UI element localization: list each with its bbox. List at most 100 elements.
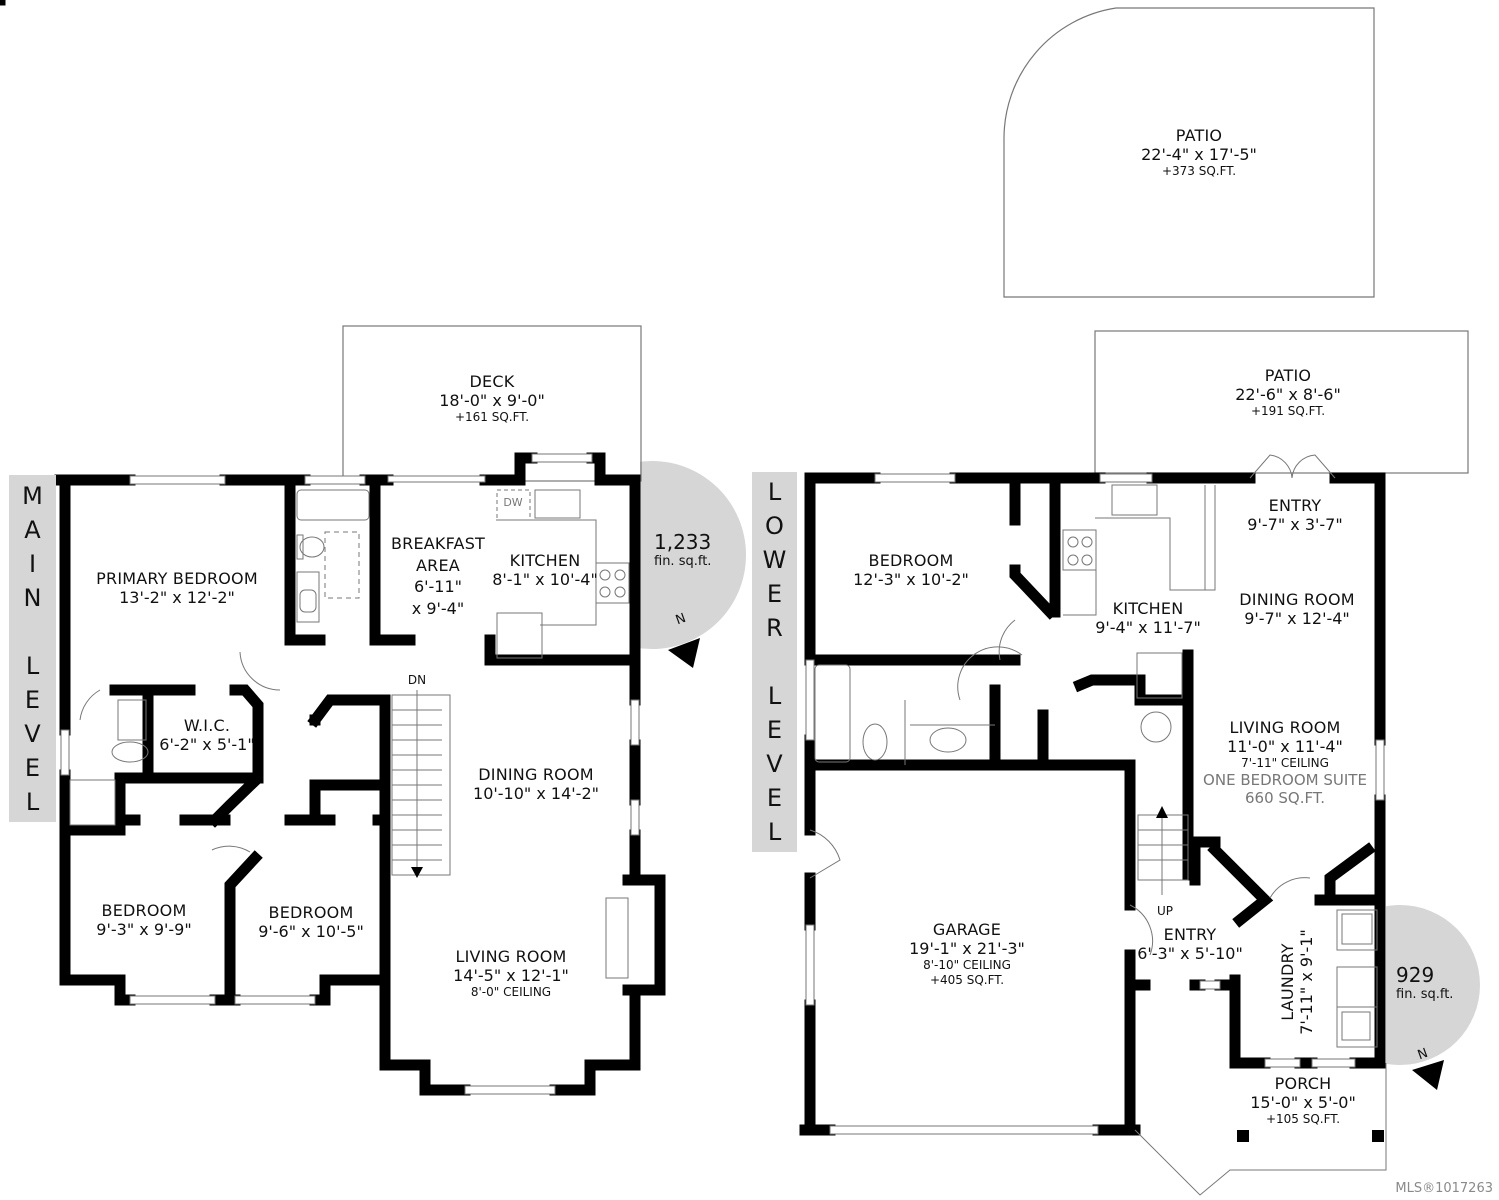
room-area: +405 SQ.FT. bbox=[929, 972, 1005, 987]
room-dims: 15'-0" x 5'-0" bbox=[1250, 1093, 1356, 1113]
room-ceiling: 8'-10" CEILING bbox=[923, 958, 1011, 973]
lower-level-tag: L O W E R L E V E L bbox=[752, 472, 797, 852]
room-name: BREAKFAST bbox=[390, 534, 486, 553]
room-name: PORCH bbox=[1274, 1074, 1332, 1093]
room-patio-lower: PATIO 22'-6" x 8'-6" +191 SQ.FT. bbox=[1235, 366, 1341, 419]
room-dims: 6'-3" x 5'-10" bbox=[1137, 944, 1243, 964]
stair-label-dn: DN bbox=[407, 673, 427, 687]
tag-letter: L bbox=[25, 651, 40, 680]
room-dims: 22'-4" x 17'-5" bbox=[1141, 145, 1257, 165]
room-dims: 9'-7" x 12'-4" bbox=[1244, 609, 1350, 629]
room-primary-bedroom: PRIMARY BEDROOM 13'-2" x 12'-2" bbox=[96, 569, 258, 607]
room-name: LIVING ROOM bbox=[455, 947, 567, 966]
room-dims: 9'-4" x 11'-7" bbox=[1095, 618, 1201, 638]
room-entry-lower: ENTRY 6'-3" x 5'-10" bbox=[1137, 925, 1243, 963]
room-name: PATIO bbox=[1264, 366, 1312, 385]
patio-lower-outline bbox=[1094, 330, 1469, 474]
stair-up-arrow-icon bbox=[1156, 806, 1168, 818]
suite-sqft: 660 SQ.FT. bbox=[1244, 788, 1325, 807]
room-name: W.I.C. bbox=[183, 716, 231, 735]
lower-compass-arrow-icon bbox=[1412, 1060, 1444, 1090]
room-bedroom-3: BEDROOM 9'-6" x 10'-5" bbox=[258, 903, 364, 941]
room-area: +373 SQ.FT. bbox=[1161, 164, 1237, 179]
tag-letter: R bbox=[766, 614, 783, 642]
room-dims: 10'-10" x 14'-2" bbox=[473, 784, 599, 804]
stair-label-up: UP bbox=[1156, 904, 1174, 918]
room-entry-upper: ENTRY 9'-7" x 3'-7" bbox=[1247, 496, 1342, 534]
tag-letter: L bbox=[767, 682, 782, 710]
room-dims: 9'-7" x 3'-7" bbox=[1247, 515, 1343, 535]
tag-letter: W bbox=[762, 546, 787, 574]
room-porch: PORCH 15'-0" x 5'-0" +105 SQ.FT. bbox=[1250, 1074, 1356, 1127]
room-dims: 9'-6" x 10'-5" bbox=[258, 922, 364, 942]
tag-letter: A bbox=[24, 515, 41, 544]
room-dining-main: DINING ROOM 10'-10" x 14'-2" bbox=[473, 765, 599, 803]
room-dims: 6'-2" x 5'-1" bbox=[159, 735, 255, 755]
room-name: LAUNDRY bbox=[1277, 943, 1297, 1021]
tag-letter: V bbox=[766, 750, 783, 778]
room-dims: 6'-11" bbox=[413, 577, 463, 597]
lower-sqft-badge: 929 fin. sq.ft. bbox=[1396, 963, 1453, 1002]
room-dims: 19'-1" x 21'-3" bbox=[909, 939, 1025, 959]
stair-down-arrow-icon bbox=[411, 867, 423, 878]
room-kitchen-main: KITCHEN 8'-1" x 10'-4" bbox=[492, 551, 598, 589]
room-ceiling: 8'-0" CEILING bbox=[470, 985, 552, 1000]
room-name: ENTRY bbox=[1163, 925, 1217, 944]
room-bedroom-2: BEDROOM 9'-3" x 9'-9" bbox=[96, 901, 191, 939]
room-dims: 11'-0" x 11'-4" bbox=[1227, 737, 1343, 757]
room-area: +105 SQ.FT. bbox=[1265, 1112, 1341, 1127]
tag-letter: L bbox=[767, 478, 782, 506]
tag-letter: V bbox=[24, 719, 41, 748]
tag-letter: E bbox=[24, 753, 41, 782]
room-name: KITCHEN bbox=[509, 551, 581, 570]
room-wic: W.I.C. 6'-2" x 5'-1" bbox=[159, 716, 254, 754]
room-dims: 13'-2" x 12'-2" bbox=[119, 588, 235, 608]
main-level-plan bbox=[0, 0, 746, 1096]
room-name: PATIO bbox=[1175, 126, 1223, 145]
room-dims: x 9'-4" bbox=[411, 598, 465, 618]
tag-letter: L bbox=[767, 818, 782, 846]
room-dims: 14'-5" x 12'-1" bbox=[453, 966, 569, 986]
main-compass-arrow-icon bbox=[668, 638, 700, 668]
room-name: BEDROOM bbox=[268, 903, 354, 922]
tag-letter: E bbox=[766, 784, 783, 812]
room-name: BEDROOM bbox=[101, 901, 187, 920]
room-name: DECK bbox=[469, 372, 515, 391]
room-dims: 7'-11" x 9'-1" bbox=[1297, 929, 1316, 1035]
tag-letter: I bbox=[28, 549, 37, 578]
room-kitchen-lower: KITCHEN 9'-4" x 11'-7" bbox=[1095, 599, 1201, 637]
room-dims: 18'-0" x 9'-0" bbox=[439, 391, 545, 411]
dishwasher-label: DW bbox=[503, 496, 523, 509]
room-area: +191 SQ.FT. bbox=[1250, 404, 1326, 419]
sqft-value: 929 bbox=[1396, 963, 1435, 987]
tag-letter: E bbox=[766, 716, 783, 744]
patio-top-outline bbox=[1003, 7, 1375, 298]
room-name: DINING ROOM bbox=[478, 765, 594, 784]
sqft-unit: fin. sq.ft. bbox=[654, 554, 712, 569]
main-sqft-badge: 1,233 fin. sq.ft. bbox=[654, 530, 711, 569]
room-garage: GARAGE 19'-1" x 21'-3" 8'-10" CEILING +4… bbox=[909, 920, 1025, 987]
room-dims: 8'-1" x 10'-4" bbox=[492, 570, 598, 590]
sqft-unit: fin. sq.ft. bbox=[1396, 987, 1454, 1002]
room-name: ENTRY bbox=[1268, 496, 1322, 515]
room-bedroom-lower: BEDROOM 12'-3" x 10'-2" bbox=[853, 551, 969, 589]
lower-level-plan bbox=[799, 7, 1480, 1196]
tag-letter: E bbox=[766, 580, 783, 608]
room-name: GARAGE bbox=[932, 920, 1002, 939]
room-name: PRIMARY BEDROOM bbox=[96, 569, 258, 588]
room-dims: 22'-6" x 8'-6" bbox=[1235, 385, 1341, 405]
room-name: BEDROOM bbox=[868, 551, 954, 570]
tag-letter: N bbox=[23, 583, 42, 612]
tag-letter: O bbox=[765, 512, 784, 540]
room-name: DINING ROOM bbox=[1239, 590, 1355, 609]
room-laundry: LAUNDRY 7'-11" x 9'-1" bbox=[1278, 929, 1316, 1035]
room-living-lower: LIVING ROOM 11'-0" x 11'-4" 7'-11" CEILI… bbox=[1203, 718, 1367, 807]
suite-label: ONE BEDROOM SUITE bbox=[1203, 770, 1367, 789]
room-dining-lower: DINING ROOM 9'-7" x 12'-4" bbox=[1239, 590, 1355, 628]
tag-letter: L bbox=[25, 787, 40, 816]
room-dims: 12'-3" x 10'-2" bbox=[853, 570, 969, 590]
room-dims: 9'-3" x 9'-9" bbox=[96, 920, 192, 940]
mls-number: MLS®1017263 bbox=[1395, 1181, 1493, 1196]
tag-letter: E bbox=[24, 685, 41, 714]
room-name: KITCHEN bbox=[1112, 599, 1184, 618]
